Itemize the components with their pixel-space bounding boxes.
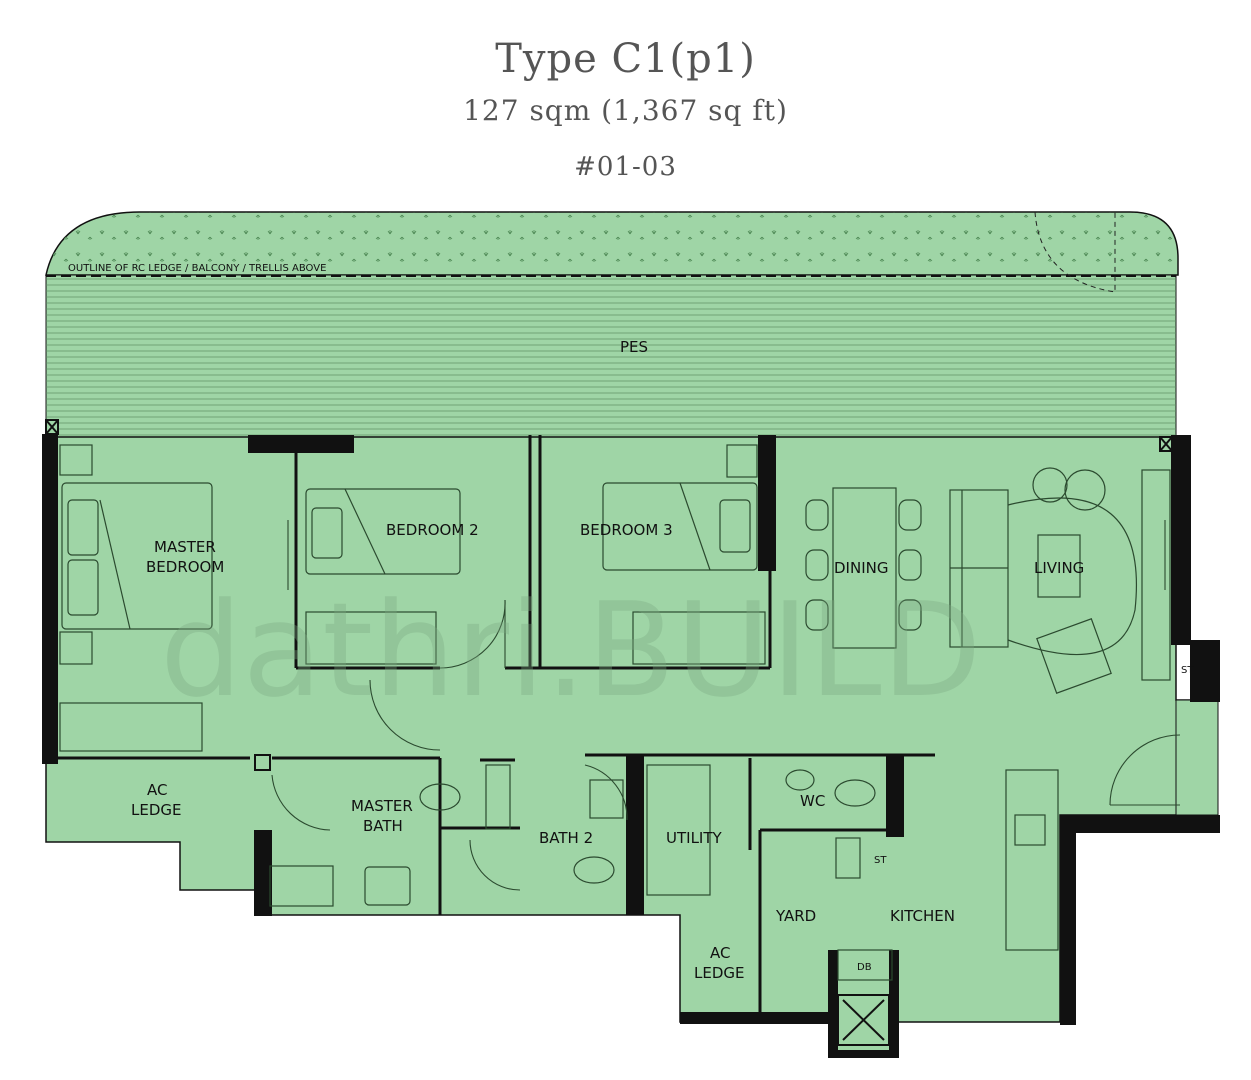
plan-area: 127 sqm (1,367 sq ft) <box>463 94 788 127</box>
plan-title: Type C1(p1) <box>495 36 756 82</box>
label-bath-2: BATH 2 <box>539 829 593 847</box>
label-kitchen: KITCHEN <box>890 907 955 925</box>
label-master-bath-1: MASTER <box>351 797 413 815</box>
structural-walls <box>42 434 1220 1058</box>
partition-walls <box>58 435 935 1015</box>
door-swings <box>271 520 1181 891</box>
label-living: LIVING <box>1034 559 1084 577</box>
label-master-bedroom-1: MASTER <box>154 538 216 556</box>
unit-number: #01-03 <box>574 152 677 182</box>
label-ac-ledge-left-2: LEDGE <box>131 801 182 819</box>
label-wc: WC <box>800 792 825 810</box>
label-bedroom-3: BEDROOM 3 <box>580 521 673 539</box>
label-ac-ledge-left-1: AC <box>147 781 167 799</box>
label-dining: DINING <box>834 559 888 577</box>
label-yard: YARD <box>775 907 816 925</box>
watermark: dathri.BUILD <box>160 574 982 726</box>
label-master-bath-2: BATH <box>363 817 403 835</box>
label-st-kitchen: ST <box>874 855 887 866</box>
label-db: DB <box>857 962 872 973</box>
outline-note: OUTLINE OF RC LEDGE / BALCONY / TRELLIS … <box>68 263 326 274</box>
label-bedroom-2: BEDROOM 2 <box>386 521 479 539</box>
label-pes: PES <box>620 338 648 356</box>
label-ac-ledge-bottom-2: LEDGE <box>694 964 745 982</box>
label-utility: UTILITY <box>666 829 723 847</box>
furniture <box>59 444 1171 981</box>
label-st-right: ST <box>1181 665 1194 676</box>
label-master-bedroom-2: BEDROOM <box>146 558 224 576</box>
label-ac-ledge-bottom-1: AC <box>710 944 730 962</box>
